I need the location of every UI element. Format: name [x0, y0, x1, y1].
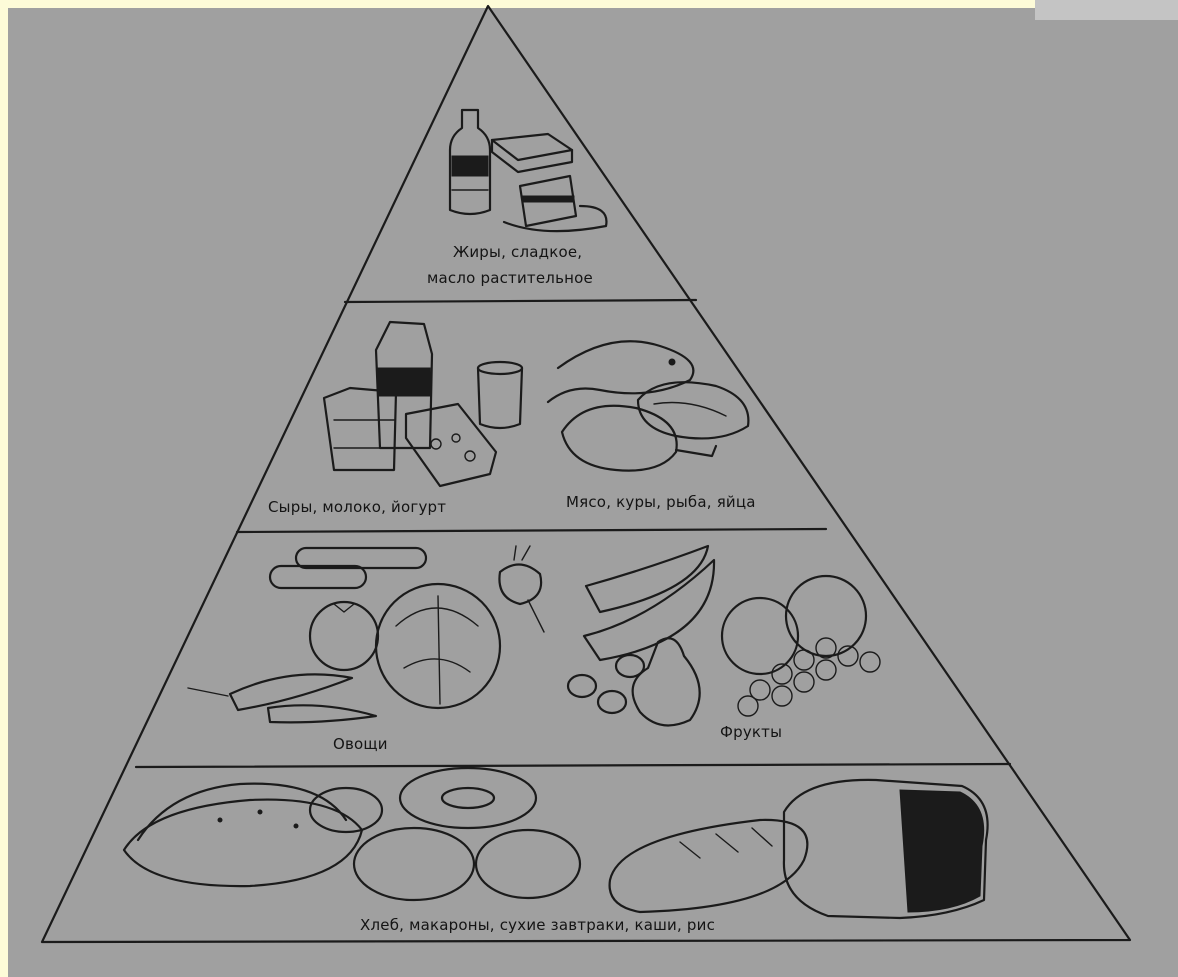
milk-carton-icon [376, 322, 432, 448]
glass-icon [478, 362, 522, 428]
grapes-icon [738, 638, 880, 716]
tier-top-label-line1: Жиры, сладкое, [453, 243, 582, 261]
tier-base-label: Хлеб, макароны, сухие завтраки, каши, ри… [360, 916, 715, 934]
fish-icon [548, 341, 693, 402]
plums-icon [568, 655, 644, 713]
tomato-icon [310, 602, 378, 670]
butter-icon [492, 134, 572, 172]
tier-vegetables-label: Овощи [333, 735, 388, 753]
tier-fruits-label: Фрукты [720, 723, 782, 741]
porridge-bowl-icon [124, 784, 362, 886]
bagel-icon [400, 768, 536, 828]
tier-protein-label: Мясо, куры, рыба, яйца [566, 493, 756, 511]
baguette-icon [610, 820, 808, 912]
cabbage-icon [376, 584, 500, 708]
yogurt-cups-icon [324, 388, 396, 470]
radish-icon [499, 546, 544, 632]
bananas-icon [584, 546, 714, 660]
tier-dairy-label: Сыры, молоко, йогурт [268, 498, 446, 516]
pear-icon [633, 638, 700, 725]
cake-icon [504, 176, 606, 231]
tier-top-label-line2: масло растительное [427, 269, 593, 287]
roll-icon [476, 830, 580, 898]
cheese-icon [406, 404, 496, 486]
carrots-icon [188, 674, 376, 722]
bread-loaf-icon [784, 780, 988, 918]
oil-bottle-icon [450, 110, 490, 214]
cucumbers-icon [270, 548, 426, 588]
